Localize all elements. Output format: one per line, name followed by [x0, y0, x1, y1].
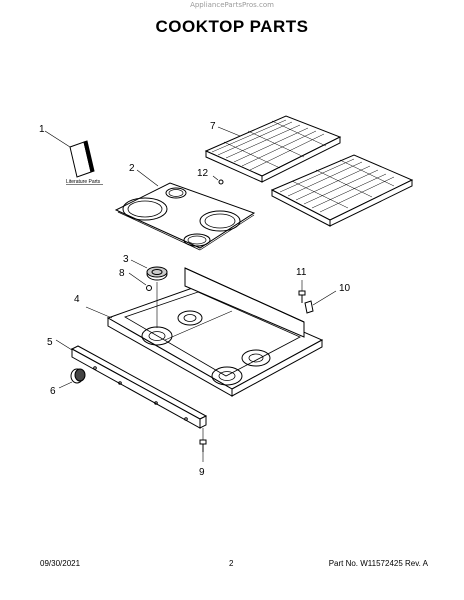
trim-strip — [55, 339, 208, 429]
callout-2: 2 — [129, 163, 135, 174]
screw-8 — [128, 272, 152, 291]
callout-1: 1 — [39, 124, 45, 135]
callout-8: 8 — [119, 268, 125, 279]
callout-6: 6 — [50, 386, 56, 397]
burner-cap — [130, 259, 168, 328]
literature-part — [44, 130, 95, 178]
screw-9 — [199, 428, 207, 462]
callout-3: 3 — [123, 254, 129, 265]
bracket-10 — [304, 290, 337, 314]
cooktop-panel — [114, 169, 256, 251]
footer-date: 09/30/2021 — [40, 559, 81, 568]
screw-12 — [212, 175, 224, 185]
screw-11 — [298, 280, 306, 303]
burner-box — [85, 267, 324, 397]
footer-part-number: Part No. W11572425 Rev. A — [328, 559, 428, 568]
grates — [204, 115, 414, 227]
callout-5: 5 — [47, 337, 53, 348]
footer-page-number: 2 — [229, 559, 234, 568]
watermark-text: AppliancePartsPros.com — [190, 1, 274, 9]
literature-label: Literature Parts — [66, 179, 101, 185]
knob-6 — [58, 368, 86, 389]
callout-4: 4 — [74, 294, 80, 305]
callout-9: 9 — [199, 467, 205, 478]
callout-12: 12 — [197, 168, 209, 179]
page-title: COOKTOP PARTS — [155, 17, 309, 36]
callout-10: 10 — [339, 283, 351, 294]
callout-11: 11 — [296, 267, 307, 278]
callout-7: 7 — [210, 121, 216, 132]
